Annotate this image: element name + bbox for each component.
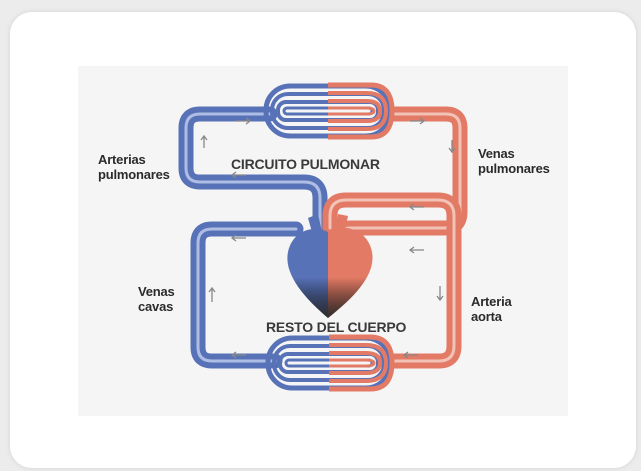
- label-vena-cava: Venas cavas: [138, 284, 175, 314]
- label-rest-of-body: RESTO DEL CUERPO: [266, 320, 406, 335]
- label-pulmonary-arteries: Arterias pulmonares: [98, 152, 170, 182]
- label-pulmonary-circuit: CIRCUITO PULMONAR: [231, 157, 380, 172]
- label-aorta: Arteria aorta: [471, 294, 512, 324]
- label-pulmonary-veins: Venas pulmonares: [478, 146, 550, 176]
